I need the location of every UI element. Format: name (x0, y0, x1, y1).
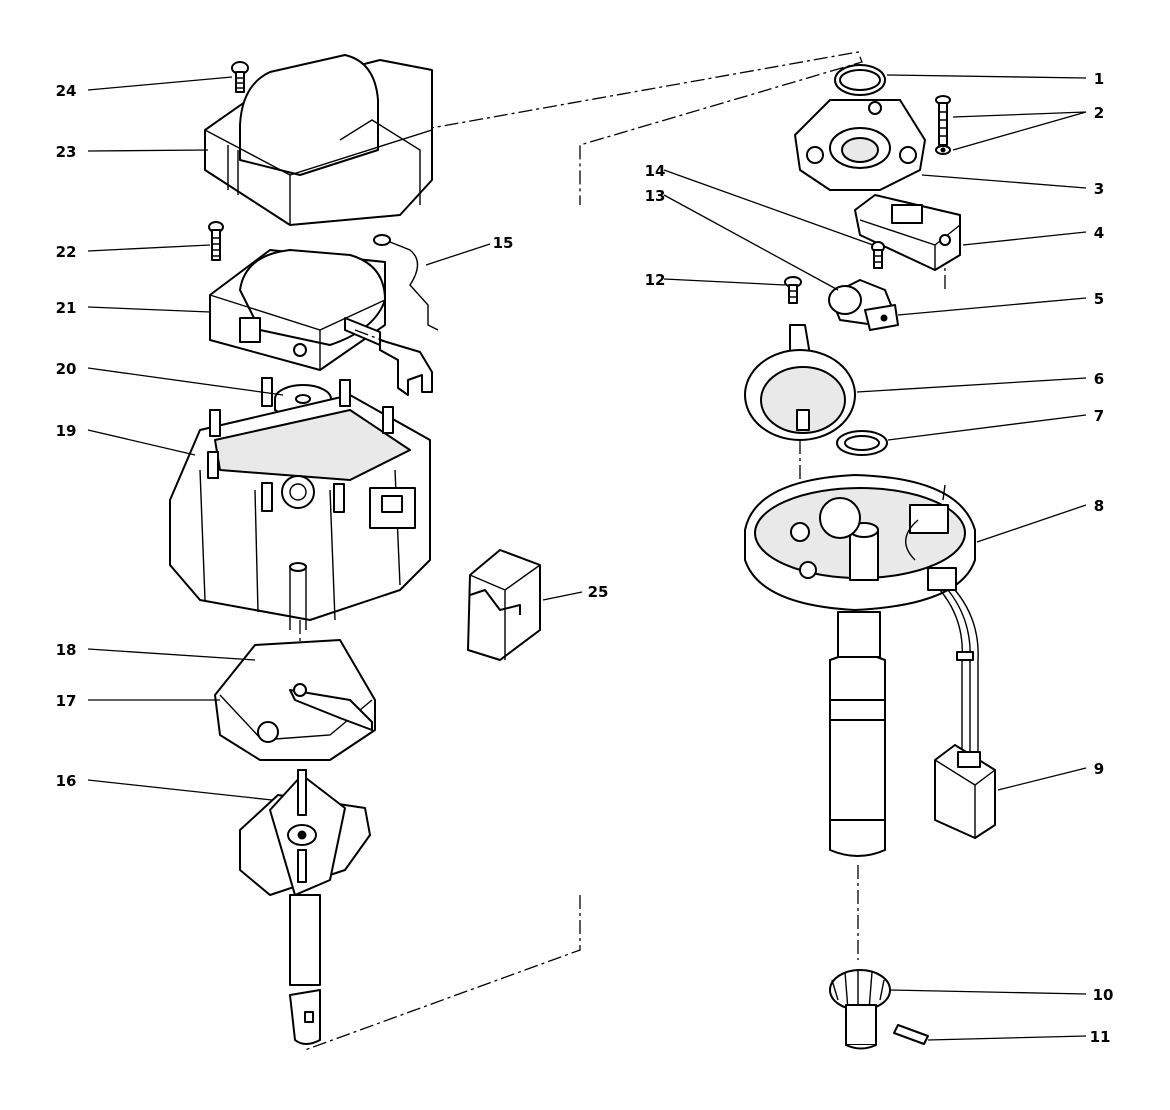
callout-2: 2 (1094, 104, 1104, 122)
part-23-coil-cover (204, 54, 433, 226)
part-16-shaft-assembly (239, 769, 371, 1045)
callout-7: 7 (1094, 407, 1104, 425)
callout-18: 18 (56, 641, 77, 659)
part-17-rotor (214, 639, 376, 761)
callout-22: 22 (56, 243, 77, 261)
callout-11: 11 (1090, 1028, 1111, 1046)
callout-20: 20 (56, 360, 77, 378)
part-25-module (467, 549, 541, 661)
part-7-seal-ring (836, 430, 888, 456)
callout-3: 3 (1094, 180, 1104, 198)
callout-16: 16 (56, 772, 77, 790)
callout-12: 12 (645, 271, 666, 289)
callout-17: 17 (56, 692, 77, 710)
part-10-gear (829, 969, 891, 1050)
leader-lines (87, 74, 1087, 1041)
part-24-screw (231, 61, 249, 93)
part-2-screw-washer (935, 95, 951, 155)
part-11-pin (893, 1024, 929, 1045)
callout-9: 9 (1094, 760, 1104, 778)
callout-21: 21 (56, 299, 77, 317)
callout-25: 25 (588, 583, 609, 601)
part-9-connector (934, 744, 996, 839)
part-15-lead-wire (344, 234, 439, 396)
callout-15: 15 (493, 234, 514, 252)
part-22-screw (208, 221, 224, 261)
part-8-housing (744, 474, 979, 857)
callout-labels: 24 23 22 21 20 19 18 17 16 15 25 1 2 3 4… (56, 70, 1114, 1046)
callout-23: 23 (56, 143, 77, 161)
part-12-screw (784, 276, 802, 304)
callout-14: 14 (645, 162, 666, 180)
part-21-ignition-coil (209, 249, 386, 371)
callout-4: 4 (1094, 224, 1104, 242)
callout-5: 5 (1094, 290, 1104, 308)
callout-6: 6 (1094, 370, 1104, 388)
part-14-screw (871, 241, 885, 269)
callout-1: 1 (1094, 70, 1104, 88)
callout-10: 10 (1093, 986, 1114, 1004)
part-6-vacuum-advance (744, 324, 856, 540)
part-4-module (854, 194, 961, 271)
callout-8: 8 (1094, 497, 1104, 515)
callout-13: 13 (645, 187, 666, 205)
part-5-capacitor (828, 279, 899, 331)
callout-19: 19 (56, 422, 77, 440)
part-19-distributor-cap (169, 377, 431, 630)
part-1-ring (834, 64, 886, 96)
part-3-pole-piece (794, 99, 926, 191)
callout-24: 24 (56, 82, 77, 100)
